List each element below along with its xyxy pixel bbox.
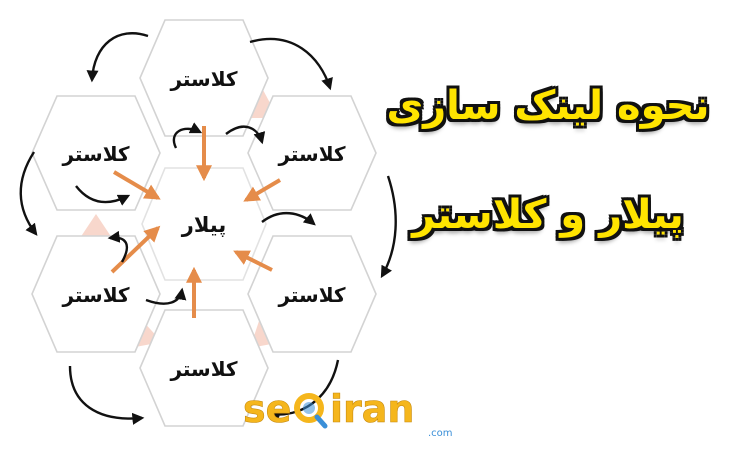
cluster-hexagon-top: کلاستر [139, 19, 269, 137]
cluster-label: کلاستر [277, 142, 345, 166]
cycle-arrow [380, 175, 397, 279]
logo-text-suffix: iran [330, 387, 414, 431]
seoiran-logo: se iran .com [243, 387, 453, 439]
page-title-line-2: پیلار و کلاستر [412, 192, 684, 238]
cluster-hexagon-upper-left: کلاستر [31, 95, 161, 211]
cycle-arrow [19, 151, 38, 236]
cycle-arrow [145, 287, 187, 305]
page-title-line-1: نحوه لینک سازی [386, 83, 710, 129]
logo-tld: .com [428, 428, 453, 439]
cluster-label: کلاستر [169, 67, 237, 91]
cluster-label: کلاستر [61, 142, 129, 166]
cluster-label: کلاستر [61, 283, 129, 307]
cluster-hexagon-upper-right: کلاستر [247, 95, 377, 211]
cycle-arrow [261, 212, 316, 226]
cluster-hexagon-lower-left: کلاستر [31, 235, 161, 353]
cluster-label: کلاستر [169, 357, 237, 381]
cycle-arrow [225, 125, 266, 145]
cluster-label: کلاستر [277, 283, 345, 307]
pillar-label: پیلار [181, 213, 227, 237]
cluster-to-pillar-arrows [110, 126, 282, 318]
cycle-arrow [68, 365, 145, 425]
cycle-arrow [172, 122, 203, 149]
orange-arrow [243, 178, 282, 202]
cycle-arrow [75, 185, 131, 206]
cycle-arrow [249, 37, 333, 91]
orange-arrow [110, 225, 161, 274]
cluster-hexagon-bottom: کلاستر [139, 309, 269, 427]
logo-text-prefix: se [243, 387, 291, 431]
pillar-hexagon: پیلار [141, 167, 267, 281]
orange-arrow [233, 250, 273, 272]
magnifier-icon [294, 393, 328, 429]
orange-arrow [112, 170, 161, 200]
cycle-arrow [86, 32, 149, 83]
cluster-hexagon-lower-right: کلاستر [247, 235, 377, 353]
connector-triangle [80, 214, 112, 238]
cycle-arrow [107, 230, 129, 263]
